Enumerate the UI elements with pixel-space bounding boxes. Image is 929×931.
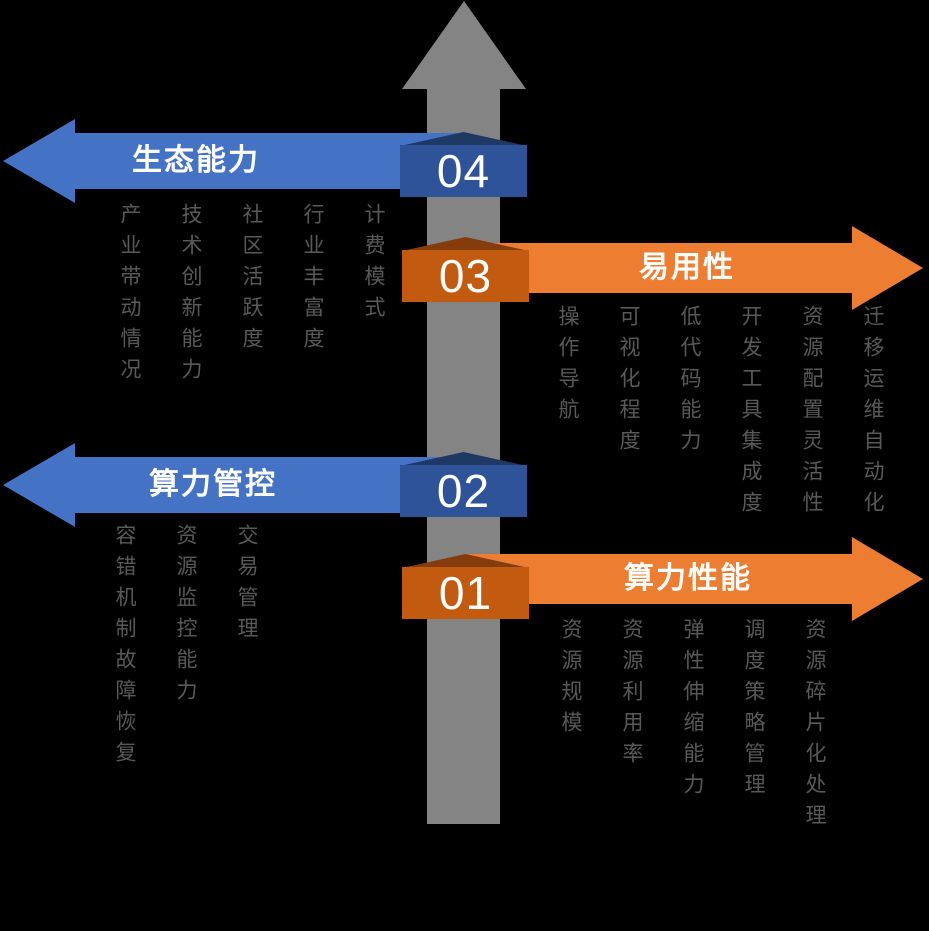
category-label: 生态能力 (132, 144, 260, 177)
indicator-item: 资源碎片化处理 (803, 618, 826, 835)
indicator-list: 资源规模 资源利用率 弹性伸缩能力 调度策略管理 资源碎片化处理 (558, 618, 826, 835)
category-label: 算力性能 (624, 562, 752, 595)
level-number: 03 (438, 250, 493, 302)
level-number: 04 (436, 145, 491, 197)
indicator-item: 开发工具集成度 (739, 305, 762, 522)
category-label: 易用性 (639, 251, 735, 284)
category-label: 算力管控 (149, 468, 277, 501)
indicator-item: 计费模式 (362, 203, 385, 327)
category-arrow-body (74, 133, 464, 189)
level-badge: 01 (402, 567, 529, 619)
category-arrow-right-icon (852, 226, 923, 310)
indicator-item: 调度策略管理 (742, 618, 765, 804)
indicator-list: 容错机制故障恢复 资源监控能力 交易管理 (112, 524, 258, 772)
category-arrow-left-icon (3, 443, 75, 527)
level-badge: 03 (402, 250, 529, 302)
indicator-item: 交易管理 (235, 524, 258, 648)
indicator-item: 资源利用率 (620, 618, 643, 773)
indicator-item: 产业带动情况 (118, 203, 141, 389)
level-number: 01 (438, 567, 493, 619)
indicator-item: 容错机制故障恢复 (113, 524, 136, 772)
indicator-item: 社区活跃度 (240, 203, 263, 358)
axis-arrow-up-icon (402, 1, 526, 89)
indicator-item: 迁移运维自动化 (861, 305, 884, 522)
indicator-list: 产业带动情况 技术创新能力 社区活跃度 行业丰富度 计费模式 (117, 203, 385, 389)
indicator-item: 资源配置灵活性 (800, 305, 823, 522)
category-arrow-right-icon (852, 537, 923, 621)
indicator-item: 行业丰富度 (301, 203, 324, 358)
indicator-item: 资源规模 (559, 618, 582, 742)
indicator-item: 可视化程度 (617, 305, 640, 460)
indicator-list: 操作导航 可视化程度 低代码能力 开发工具集成度 资源配置灵活性 迁移运维自动化 (555, 305, 884, 522)
indicator-item: 资源监控能力 (174, 524, 197, 710)
indicator-item: 弹性伸缩能力 (681, 618, 704, 804)
category-arrow-body (74, 457, 464, 513)
indicator-item: 操作导航 (556, 305, 579, 429)
indicator-item: 技术创新能力 (179, 203, 202, 389)
level-badge: 04 (400, 145, 527, 197)
level-number: 02 (436, 465, 491, 517)
indicator-item: 低代码能力 (678, 305, 701, 460)
category-arrow-left-icon (3, 119, 75, 203)
level-badge: 02 (400, 465, 527, 517)
